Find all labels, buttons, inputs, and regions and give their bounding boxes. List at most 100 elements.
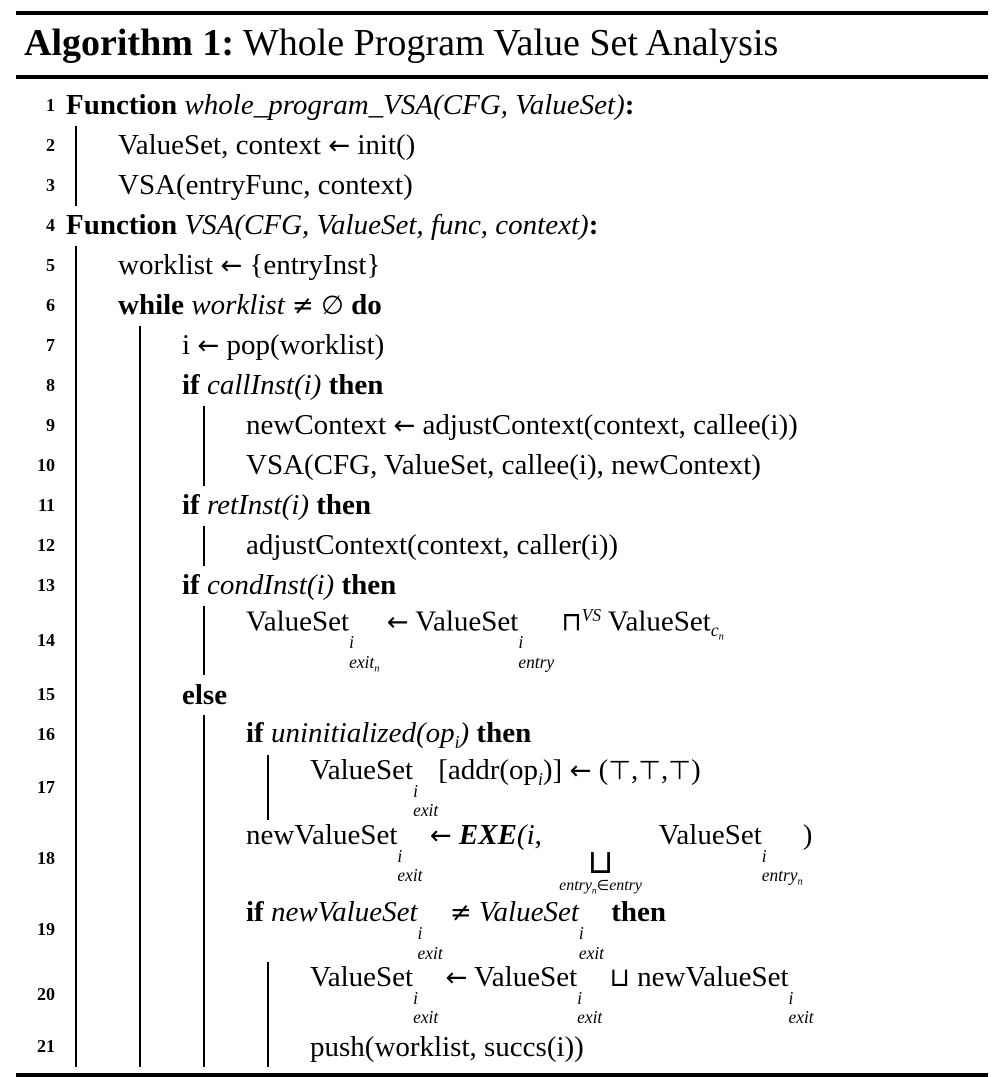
algo-line: 3 VSA(entryFunc, context) — [0, 165, 1004, 206]
algo-line: 9 newContext ← adjustContext(context, cal… — [0, 405, 1004, 446]
algorithm-label: Algorithm 1: — [24, 22, 235, 64]
indent-guide — [203, 962, 267, 1027]
line-content: newContext ← adjustContext(context, call… — [246, 409, 798, 442]
indent-guide — [203, 445, 246, 486]
subscript: n — [797, 876, 803, 888]
indent-guide — [75, 165, 118, 206]
indent-guide — [139, 962, 203, 1027]
line-number: 14 — [37, 629, 55, 650]
indent-guide — [75, 605, 139, 675]
indent-guide — [139, 1026, 203, 1067]
indent-guide — [139, 445, 203, 486]
line-content: i ← pop(worklist) — [182, 329, 385, 362]
subscript: i — [538, 768, 543, 789]
algo-line: 6 while worklist ≠ ∅ do — [0, 285, 1004, 326]
line-number: 1 — [46, 95, 55, 116]
line-number: 6 — [46, 295, 55, 316]
top-rule — [16, 11, 988, 15]
indent-guide — [139, 674, 182, 715]
indent-guide — [139, 605, 203, 675]
line-content: if condInst(i) then — [182, 569, 397, 602]
line-number: 19 — [37, 919, 55, 940]
line-content: while worklist ≠ ∅ do — [118, 289, 382, 322]
algorithm-box: Algorithm 1: Whole Program Value Set Ana… — [0, 11, 1004, 1077]
line-number: 9 — [46, 415, 55, 436]
subscript: n — [718, 631, 724, 643]
big-join-operator: ⊔entryn∈entry — [559, 841, 642, 897]
indent-guide — [203, 605, 246, 675]
line-number: 5 — [46, 255, 55, 276]
line-content: adjustContext(context, caller(i)) — [246, 529, 619, 562]
line-number: 10 — [37, 455, 55, 476]
indent-guide — [75, 1026, 139, 1067]
indent-guide — [75, 365, 139, 406]
line-content: Function VSA(CFG, ValueSet, func, contex… — [66, 209, 599, 242]
indent-guide — [75, 565, 139, 606]
line-content: VSA(entryFunc, context) — [118, 169, 413, 202]
line-content: if retInst(i) then — [182, 489, 372, 522]
indent-guide — [139, 714, 203, 755]
line-content: Function whole_program_VSA(CFG, ValueSet… — [66, 89, 635, 122]
line-number: 16 — [37, 724, 55, 745]
square-cup-icon: ⊔ — [587, 841, 614, 881]
indent-guide — [139, 897, 203, 963]
indent-guide — [267, 754, 310, 820]
indent-guide — [203, 405, 246, 446]
indent-guide — [139, 819, 203, 898]
indent-guide — [139, 365, 182, 406]
indent-guide — [75, 819, 139, 898]
title-rule — [16, 74, 988, 79]
line-number: 15 — [37, 684, 55, 705]
indent-guide — [203, 897, 246, 963]
indent-guide — [75, 897, 139, 963]
indent-guide — [75, 754, 139, 820]
indent-guide — [75, 245, 118, 286]
line-number: 3 — [46, 175, 55, 196]
line-number: 12 — [37, 535, 55, 556]
indent-guide — [203, 525, 246, 566]
indent-guide — [75, 125, 118, 166]
indent-guide — [267, 962, 310, 1027]
indent-guide — [75, 674, 139, 715]
indent-guide — [139, 485, 182, 526]
indent-guide — [75, 285, 118, 326]
subscript: n — [374, 663, 380, 675]
algo-line: 13 if condInst(i) then — [0, 565, 1004, 606]
indent-guide — [75, 405, 139, 446]
indent-guide — [139, 565, 182, 606]
algo-line: 4 Function VSA(CFG, ValueSet, func, conte… — [0, 206, 1004, 246]
indent-guide — [75, 962, 139, 1027]
indent-guide — [139, 754, 203, 820]
indent-guide — [75, 525, 139, 566]
algorithm-lines: 1 Function whole_program_VSA(CFG, ValueSe… — [0, 79, 1004, 1073]
indent-guide — [139, 325, 182, 366]
algo-line: 1 Function whole_program_VSA(CFG, ValueSe… — [0, 86, 1004, 126]
line-content: if callInst(i) then — [182, 369, 384, 402]
line-number: 4 — [46, 215, 55, 236]
line-number: 8 — [46, 375, 55, 396]
line-number: 13 — [37, 575, 55, 596]
bottom-rule — [16, 1072, 988, 1077]
algo-line: 8 if callInst(i) then — [0, 365, 1004, 406]
